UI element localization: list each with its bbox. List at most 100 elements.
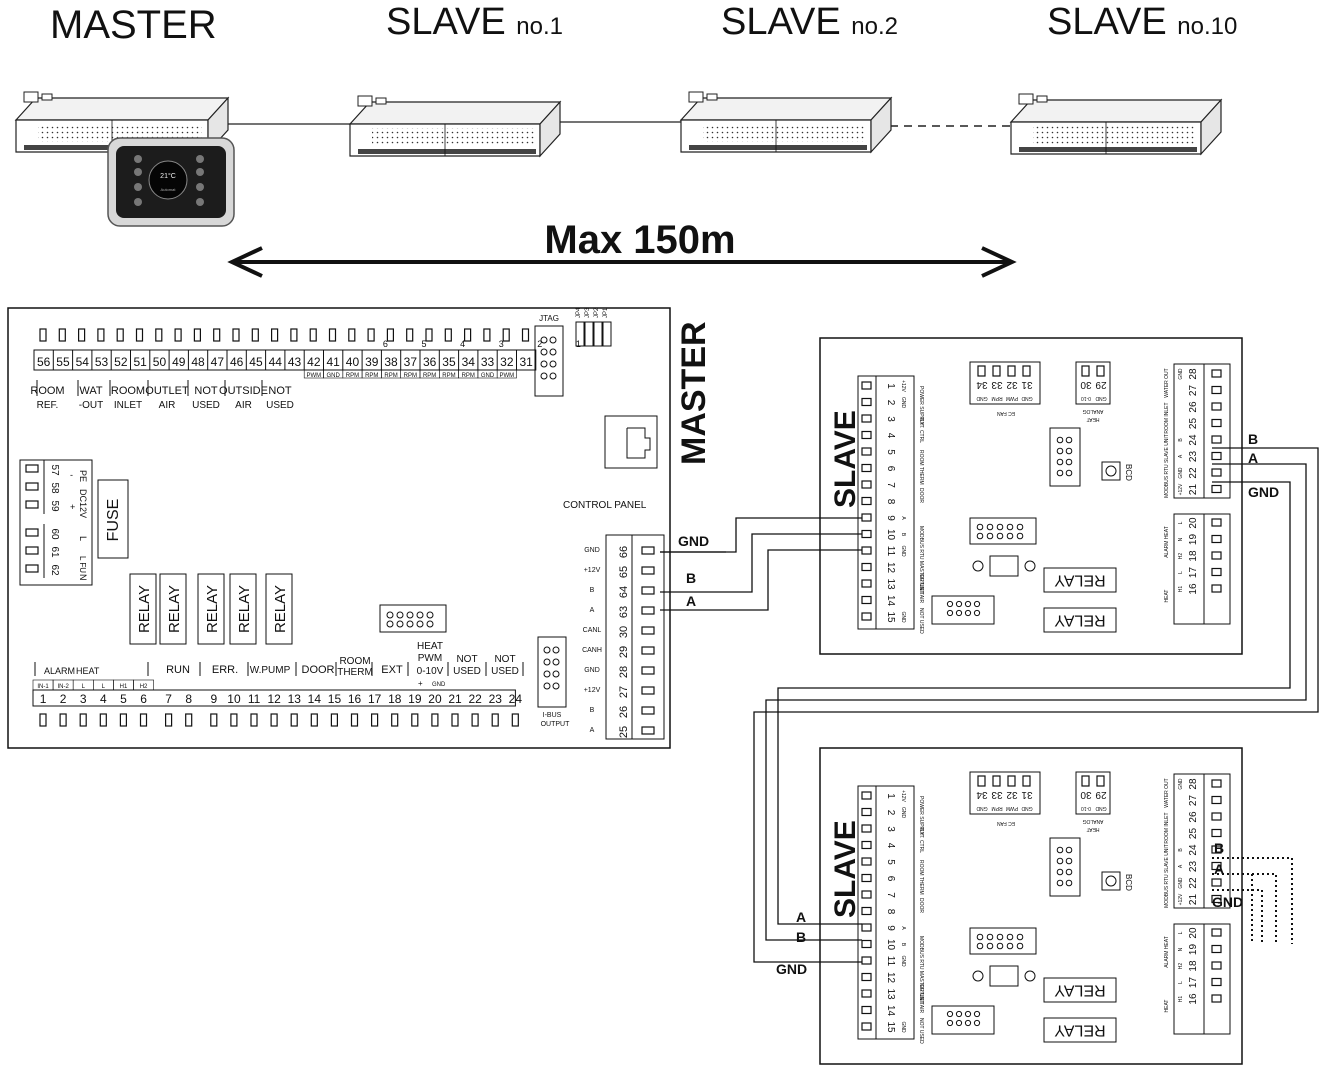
board-label: 20: [428, 692, 442, 706]
slave-left-strip: [857, 375, 915, 630]
board-label: 38: [384, 355, 398, 369]
board-label: W.PUMP: [250, 665, 291, 676]
ec-fan-block: [969, 361, 1041, 405]
terminal-screw: [270, 713, 278, 727]
board-label: 24: [1188, 844, 1199, 856]
board-label: RPM: [442, 373, 455, 379]
wire-label: B: [1248, 431, 1258, 447]
terminal-screw: [861, 923, 872, 932]
board-label: RPM: [462, 373, 475, 379]
board-label: 18: [1188, 960, 1199, 972]
board-label: ROOM INLET: [1164, 812, 1170, 843]
terminal-screw: [861, 939, 872, 949]
board-label: MODBUS RTU MASTER UNIT: [918, 936, 924, 1005]
board-label: N: [78, 574, 88, 581]
board-label: 1: [885, 793, 896, 799]
board-label: L: [1178, 521, 1184, 524]
board-label: 50: [153, 355, 167, 369]
ibus-header: [537, 636, 567, 708]
a-wire: [765, 463, 1307, 941]
board-label: 3: [80, 692, 87, 706]
slave-header-pin: [1056, 447, 1064, 455]
bus-pin: [396, 620, 404, 628]
jumper: [584, 321, 594, 347]
terminal-screw: [1211, 779, 1222, 788]
terminal-screw: [641, 586, 655, 595]
ibus-pin: [552, 658, 560, 666]
terminal-screw: [451, 713, 459, 727]
bcd-switch: [1101, 871, 1121, 891]
slave-bus-pin: [976, 532, 984, 540]
board-label: A: [1178, 864, 1184, 868]
wire-label: B: [796, 929, 806, 945]
board-label: H1: [1178, 586, 1184, 593]
board-label: REF.: [37, 400, 59, 411]
board-label: GND: [326, 373, 340, 379]
terminal-screw: [58, 328, 66, 342]
board-label: 46: [230, 355, 244, 369]
air-curtain-unit: [348, 95, 562, 158]
bus-pin: [426, 611, 434, 619]
board-label: 26: [618, 706, 630, 718]
terminal-screw: [641, 646, 655, 655]
bus-pin: [386, 611, 394, 619]
terminal-screw: [861, 956, 872, 965]
board-label: GND: [584, 547, 600, 554]
board-label: WAT: [79, 385, 102, 397]
terminal-screw: [1211, 944, 1222, 954]
board-label: HEAT: [1164, 590, 1170, 603]
terminal-screw: [1211, 418, 1222, 428]
board-label: 11: [885, 956, 896, 967]
board-label: USED: [266, 400, 294, 411]
board-label: 16: [1188, 993, 1199, 1005]
board-label: 24: [509, 692, 523, 706]
board-label: 48: [191, 355, 205, 369]
terminal-screw: [350, 713, 359, 727]
board-label: L: [102, 684, 106, 690]
board-label: GND: [900, 955, 906, 967]
terminal-screw: [386, 328, 394, 342]
slave-header-pin: [1056, 857, 1064, 865]
board-label: GND: [1021, 805, 1033, 811]
board-label: 8: [185, 692, 192, 706]
board-label: 44: [269, 355, 283, 369]
relay-box: [129, 573, 157, 645]
terminal-screw: [174, 328, 182, 342]
board-label: OUTLET: [145, 385, 189, 397]
unit-top: [679, 97, 893, 121]
a-wire: [660, 549, 862, 611]
board-label: 14: [885, 1005, 896, 1017]
board-label: 45: [249, 355, 263, 369]
board-label: 66: [618, 546, 630, 558]
slave-right-slots: [1203, 923, 1231, 1035]
board-label: +12V: [1178, 483, 1184, 495]
terminal-screw: [1211, 534, 1222, 544]
terminal-screw: [1211, 484, 1222, 494]
slave-bus-pin: [986, 933, 994, 941]
terminal-screw: [861, 480, 872, 489]
terminal-screw: [135, 328, 144, 342]
board-label: 4: [885, 433, 896, 439]
board-label: ROOM: [339, 656, 370, 667]
board-label: PE: [78, 470, 88, 482]
wire-label: A: [1248, 450, 1258, 466]
board-label: CANL: [583, 627, 602, 634]
ibus-pin: [543, 670, 551, 678]
board-label: 10: [885, 529, 896, 541]
slave-bus-pin: [986, 523, 994, 531]
board-label: H2: [1178, 553, 1184, 560]
terminal-screw: [39, 713, 47, 727]
slave-led: [972, 560, 984, 572]
board-label: 0-10: [1081, 805, 1091, 811]
slave-bus-pin: [976, 942, 984, 950]
board-label: +: [418, 679, 423, 688]
board-label: 32: [1006, 379, 1018, 390]
board-label: ALARM HEAT: [1164, 936, 1170, 968]
board-label: GND: [900, 545, 906, 557]
board-label: WATER OUT: [1164, 368, 1170, 397]
unit-top: [1009, 99, 1223, 123]
terminal-screw: [641, 626, 655, 635]
terminal-screw: [116, 328, 124, 342]
